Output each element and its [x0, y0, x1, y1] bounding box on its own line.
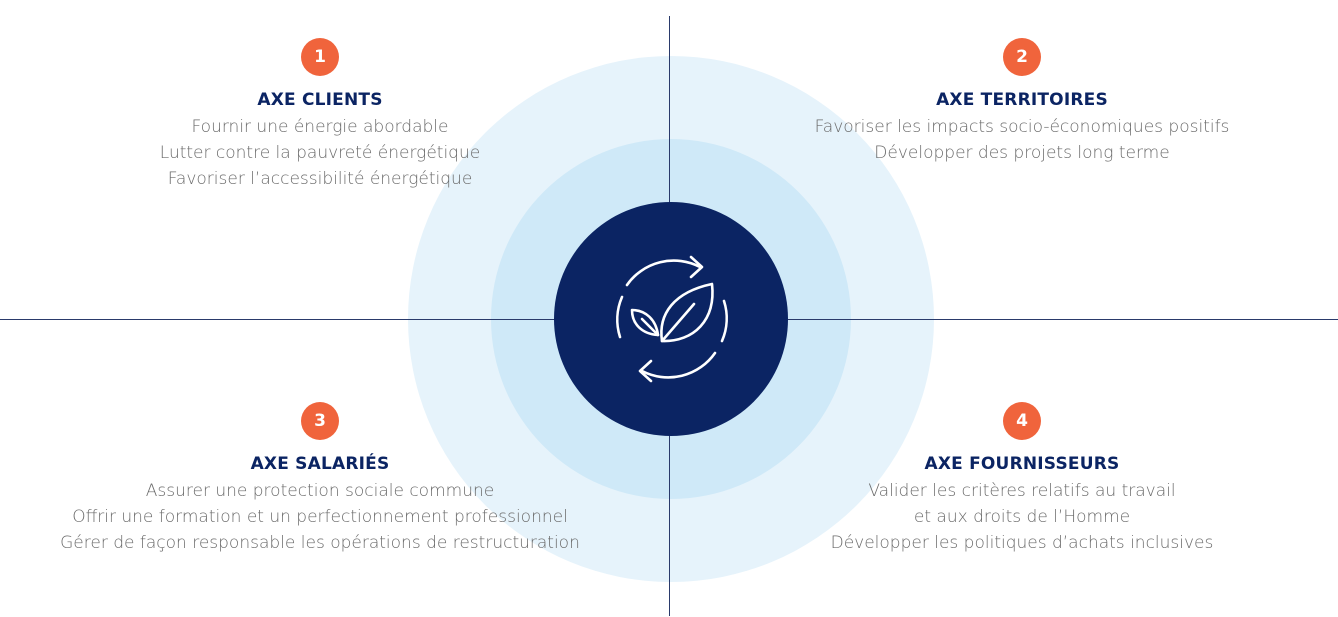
quadrant-territoires: 2 AXE TERRITOIRES Favoriser les impacts …	[702, 38, 1338, 166]
quadrant-line: Développer des projets long terme	[874, 143, 1170, 163]
quadrant-line: Gérer de façon responsable les opération…	[60, 533, 580, 553]
quadrant-line: Développer les politiques d’achats inclu…	[830, 533, 1214, 553]
quadrant-clients: 1 AXE CLIENTS Fournir une énergie aborda…	[0, 38, 640, 192]
quadrant-line: Assurer une protection sociale commune	[145, 481, 495, 501]
core-circle	[554, 202, 788, 436]
step-badge-3: 3	[301, 402, 339, 440]
quadrant-title: AXE CLIENTS	[257, 90, 383, 110]
quadrant-line: Favoriser l’accessibilité énergétique	[167, 169, 473, 189]
step-badge-2: 2	[1003, 38, 1041, 76]
quadrant-line: Favoriser les impacts socio-économiques …	[814, 117, 1230, 137]
quadrant-salaries: 3 AXE SALARIÉS Assurer une protection so…	[0, 402, 640, 556]
quadrant-line: Lutter contre la pauvreté énergétique	[159, 143, 481, 163]
quadrant-line: Offrir une formation et un perfectionnem…	[72, 507, 568, 527]
quadrant-line: et aux droits de l’Homme	[913, 507, 1131, 527]
quadrant-line: Valider les critères relatifs au travail	[868, 481, 1176, 501]
quadrant-title: AXE TERRITOIRES	[936, 90, 1108, 110]
quadrant-line: Fournir une énergie abordable	[191, 117, 449, 137]
quadrant-title: AXE SALARIÉS	[250, 454, 390, 474]
step-badge-1: 1	[301, 38, 339, 76]
recycle-leaf-icon	[616, 255, 728, 383]
quadrant-fournisseurs: 4 AXE FOURNISSEURS Valider les critères …	[702, 402, 1338, 556]
quadrant-title: AXE FOURNISSEURS	[924, 454, 1120, 474]
step-badge-4: 4	[1003, 402, 1041, 440]
